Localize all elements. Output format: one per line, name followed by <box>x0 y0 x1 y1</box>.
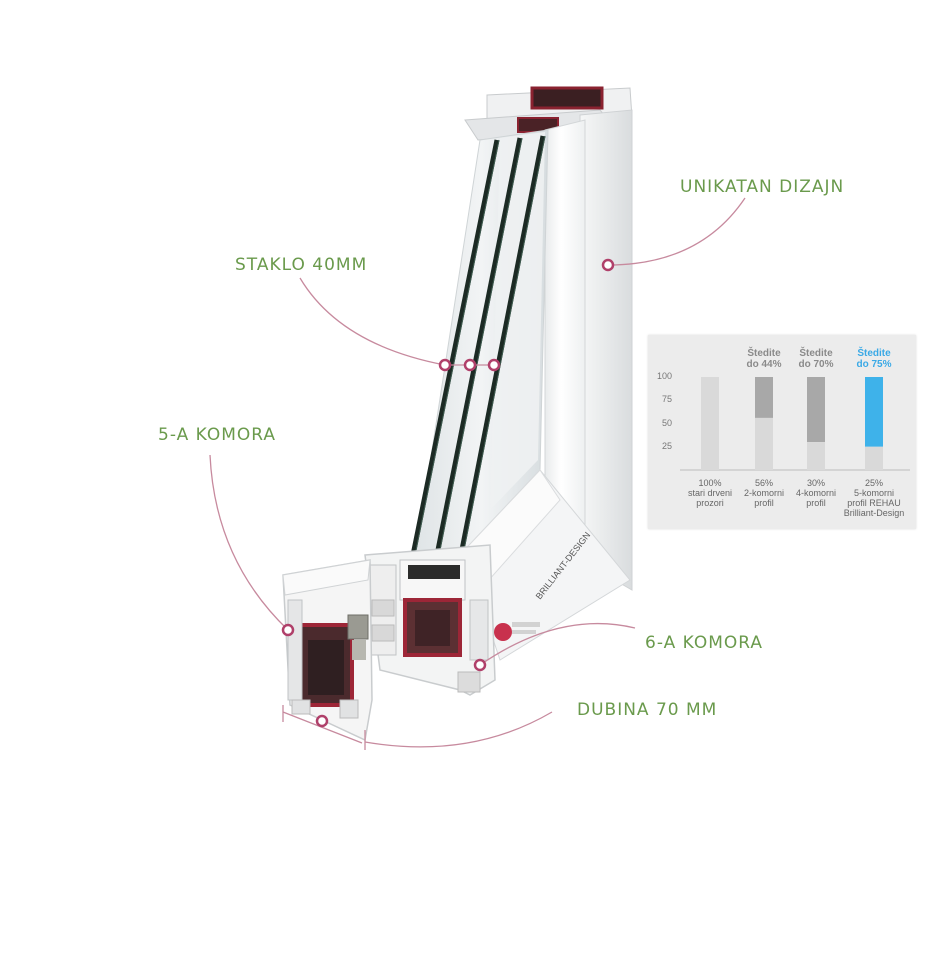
glass-unit <box>409 129 549 561</box>
leader-lines <box>209 197 746 750</box>
leader-glass <box>299 277 446 366</box>
rehau-logo-icon <box>494 623 512 641</box>
bar-savings <box>755 377 773 418</box>
dot-glass-1 <box>438 358 452 372</box>
dot-5-chamber <box>281 623 295 637</box>
bar-consumption <box>865 446 883 470</box>
dot-glass-2 <box>463 358 477 372</box>
top-frame-section <box>464 86 633 141</box>
callout-unique-design: UNIKATAN DIZAJN <box>680 177 845 197</box>
leader-5-chamber <box>209 454 289 631</box>
leader-6-chamber <box>479 622 636 666</box>
y-tick-label: 100 <box>656 371 672 381</box>
y-tick-label: 50 <box>661 417 672 428</box>
bar-consumption <box>701 377 719 470</box>
callout-five-chamber: 5-A KOMORA <box>158 425 277 445</box>
frame-cross-section <box>282 559 373 742</box>
savings-chart <box>680 377 910 471</box>
y-tick-label: 25 <box>661 440 672 451</box>
leader-depth <box>364 711 553 748</box>
callout-glass: STAKLO 40MM <box>235 255 368 275</box>
sash-cross-section <box>364 544 496 696</box>
bar-savings <box>865 377 883 447</box>
leader-dots <box>281 258 615 728</box>
dot-6-chamber <box>473 658 487 672</box>
dot-depth <box>315 714 329 728</box>
dot-design <box>601 258 615 272</box>
callout-six-chamber: 6-A KOMORA <box>645 633 764 653</box>
y-tick-label: 75 <box>661 394 672 405</box>
vertical-frame <box>544 109 633 591</box>
bar-savings <box>807 377 825 443</box>
callout-depth: DUBINA 70 MM <box>577 700 718 720</box>
bar-consumption <box>755 417 773 470</box>
leader-unique-design <box>607 197 746 266</box>
bar-consumption <box>807 442 825 470</box>
depth-dimension <box>282 705 366 750</box>
dot-glass-3 <box>487 358 501 372</box>
